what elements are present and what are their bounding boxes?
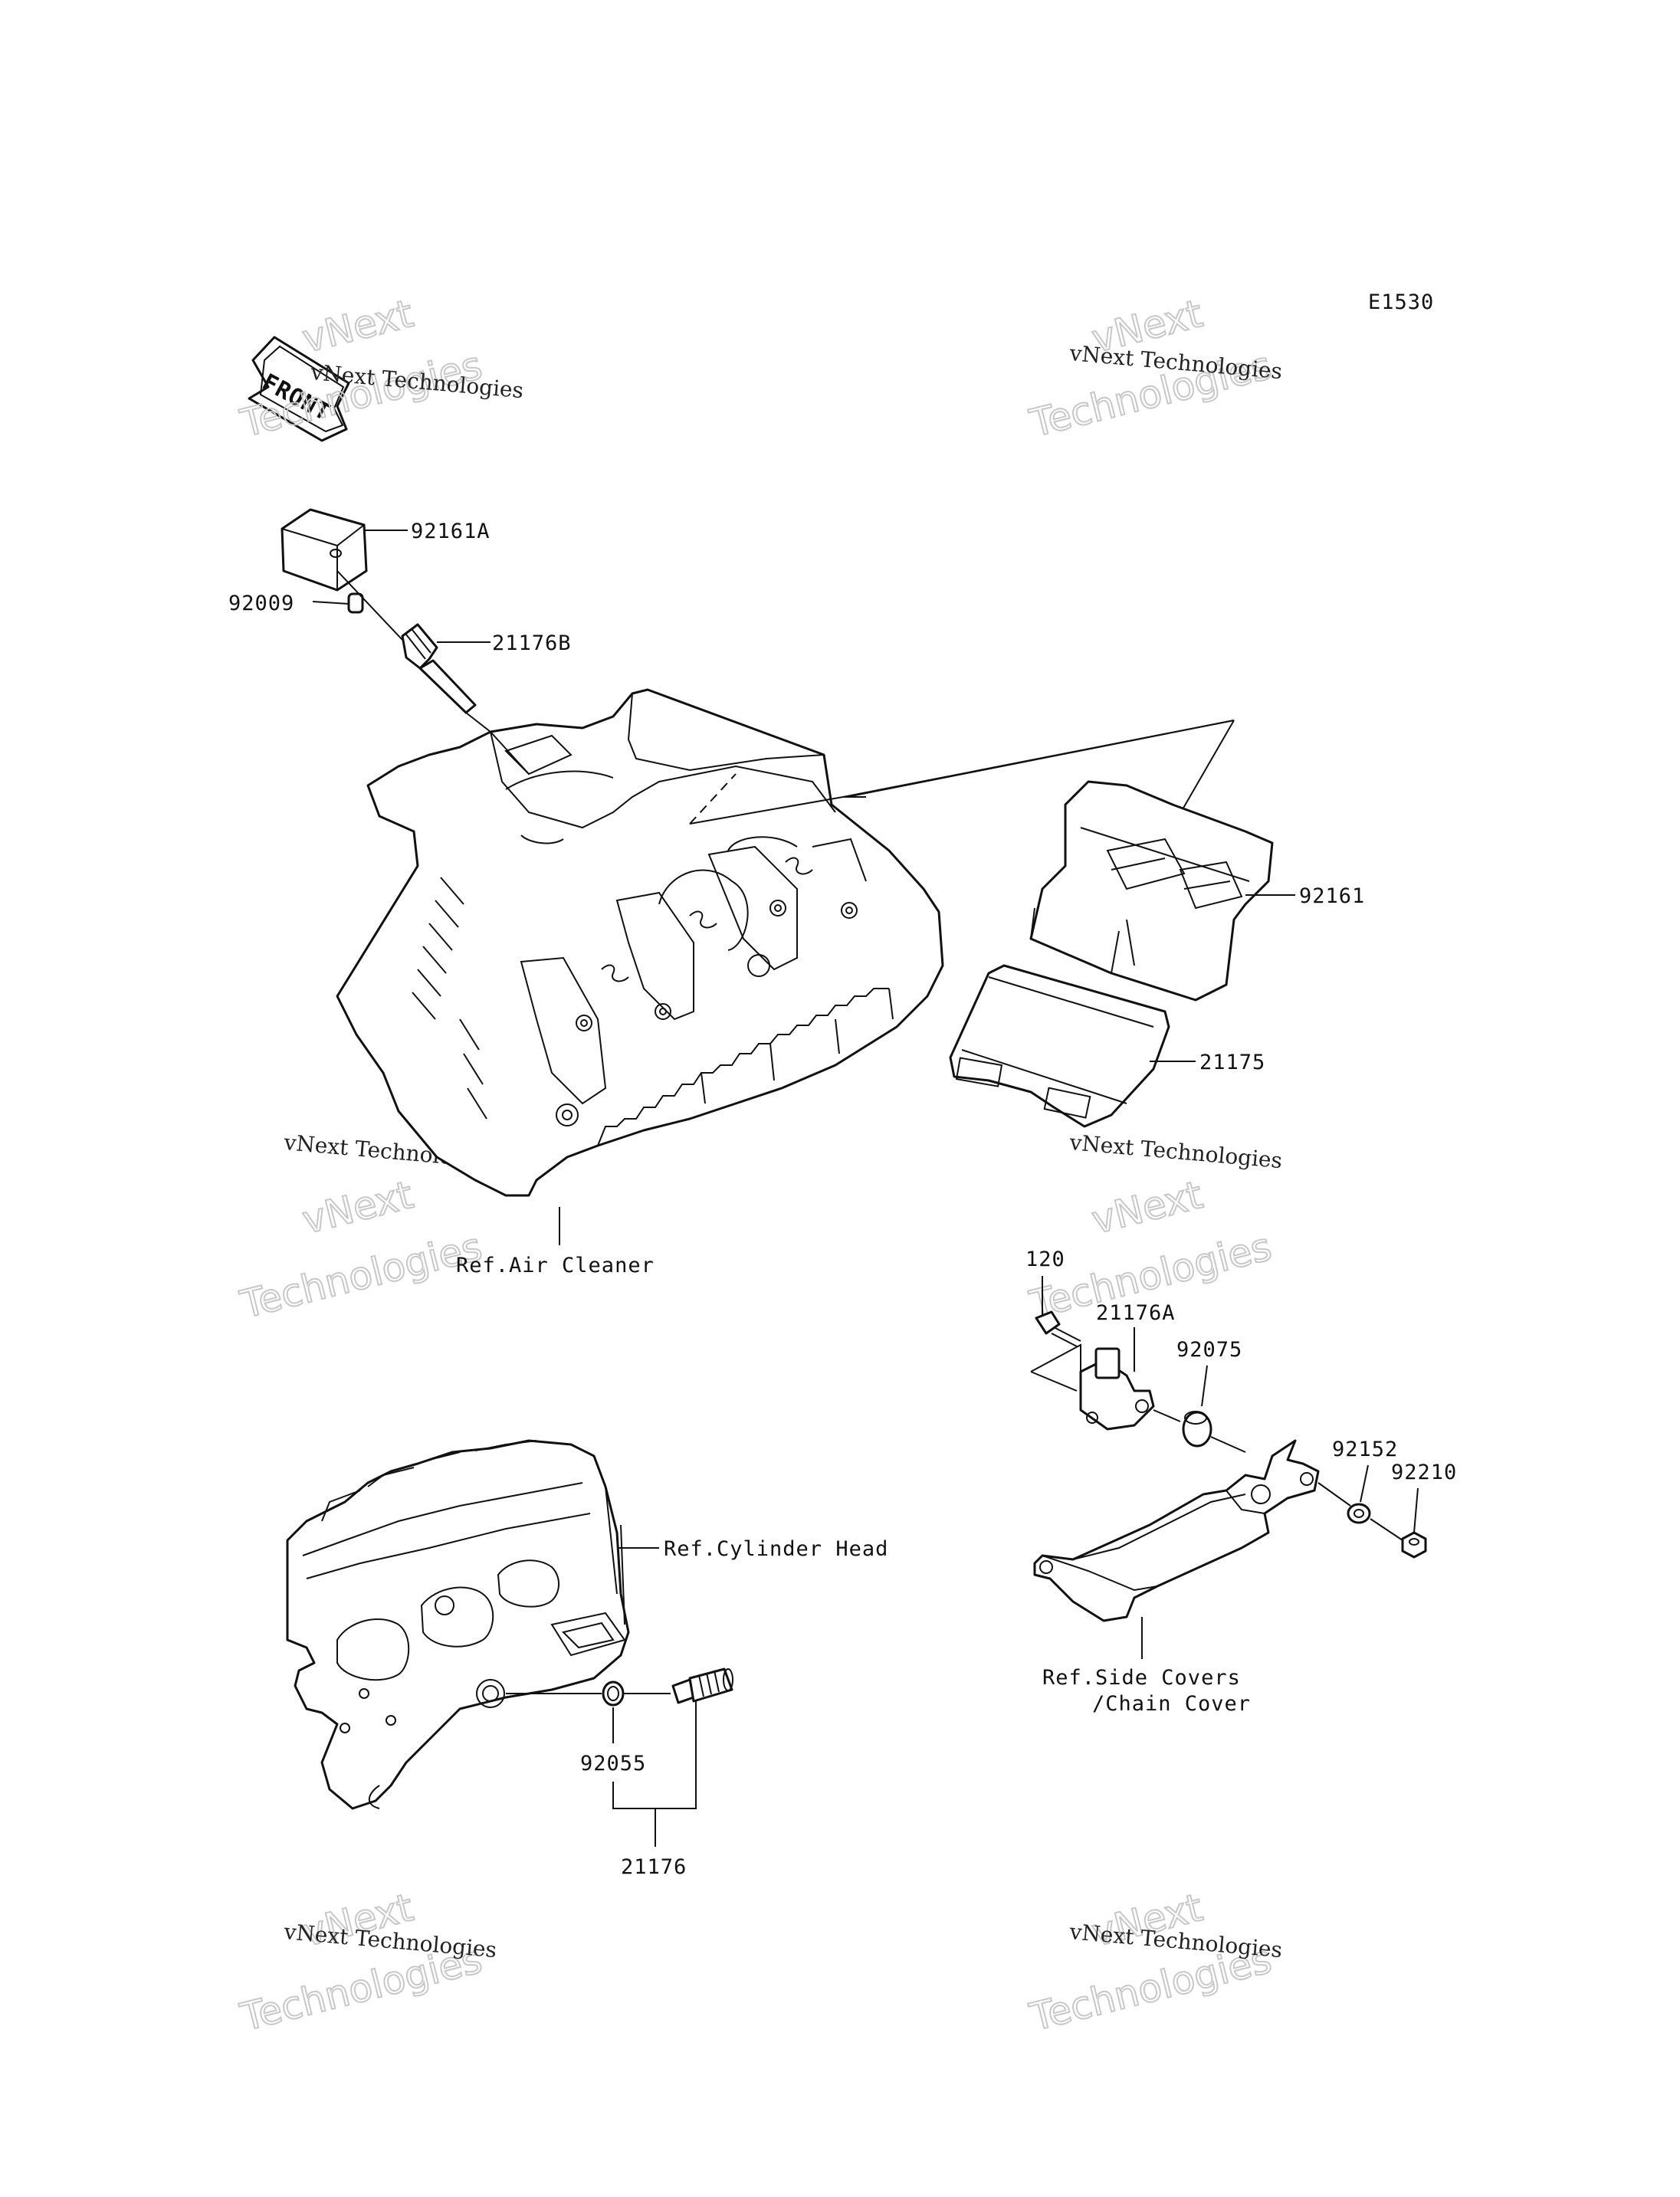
label-21175: 21175 bbox=[1199, 1051, 1265, 1074]
grommet-92075 bbox=[1182, 1411, 1212, 1448]
watermark-mid-right: vNext Technologies vNext Technologies bbox=[1025, 1130, 1283, 1328]
side-cover-bracket bbox=[1033, 1439, 1320, 1622]
damper-block-92161a bbox=[281, 508, 368, 592]
cylinder-head bbox=[286, 1439, 630, 1810]
air-cleaner-housing bbox=[336, 688, 944, 1197]
svg-text:vNext: vNext bbox=[298, 1172, 418, 1243]
ref-side-covers: Ref.Side Covers bbox=[1042, 1666, 1241, 1690]
svg-text:Technologies: Technologies bbox=[236, 1225, 487, 1327]
label-120: 120 bbox=[1025, 1248, 1065, 1271]
label-21176: 21176 bbox=[621, 1855, 687, 1879]
svg-text:vNext Technologies: vNext Technologies bbox=[1068, 1130, 1283, 1173]
label-92152: 92152 bbox=[1332, 1438, 1398, 1461]
svg-text:vNext: vNext bbox=[298, 291, 418, 362]
label-92161a: 92161A bbox=[411, 520, 491, 543]
label-92009: 92009 bbox=[228, 592, 294, 615]
watermark-bottom-right: vNext Technologies vNext Technologies bbox=[1025, 1884, 1283, 2041]
sensor-21176b bbox=[401, 623, 491, 733]
label-92161: 92161 bbox=[1299, 884, 1365, 908]
washer-92055 bbox=[602, 1681, 625, 1707]
label-92210: 92210 bbox=[1391, 1461, 1457, 1484]
label-21176a: 21176A bbox=[1096, 1301, 1176, 1325]
screw-92009 bbox=[312, 592, 364, 614]
label-92075: 92075 bbox=[1176, 1338, 1242, 1362]
label-92055: 92055 bbox=[580, 1752, 646, 1776]
diagram-code: E1530 bbox=[1368, 290, 1434, 314]
label-21176b: 21176B bbox=[492, 631, 572, 655]
svg-text:vNext: vNext bbox=[1088, 1172, 1207, 1243]
ref-air-cleaner: Ref.Air Cleaner bbox=[456, 1254, 655, 1277]
nut-92210 bbox=[1401, 1531, 1427, 1559]
watermark-bottom-left: vNext Technologies vNext Technologies bbox=[235, 1884, 497, 2041]
bolt-120 bbox=[1035, 1310, 1081, 1347]
sensor-21176 bbox=[671, 1667, 733, 1704]
collar-92152 bbox=[1347, 1503, 1371, 1524]
ref-cylinder-head: Ref.Cylinder Head bbox=[664, 1537, 888, 1561]
sensor-21176a bbox=[1079, 1347, 1155, 1431]
ecu-21175 bbox=[949, 964, 1170, 1128]
ecu-bracket-92161 bbox=[1029, 780, 1274, 1002]
watermark-top-right: vNext Technologies vNext Technologies bbox=[1025, 290, 1283, 447]
ref-chain-cover: /Chain Cover bbox=[1092, 1692, 1251, 1716]
